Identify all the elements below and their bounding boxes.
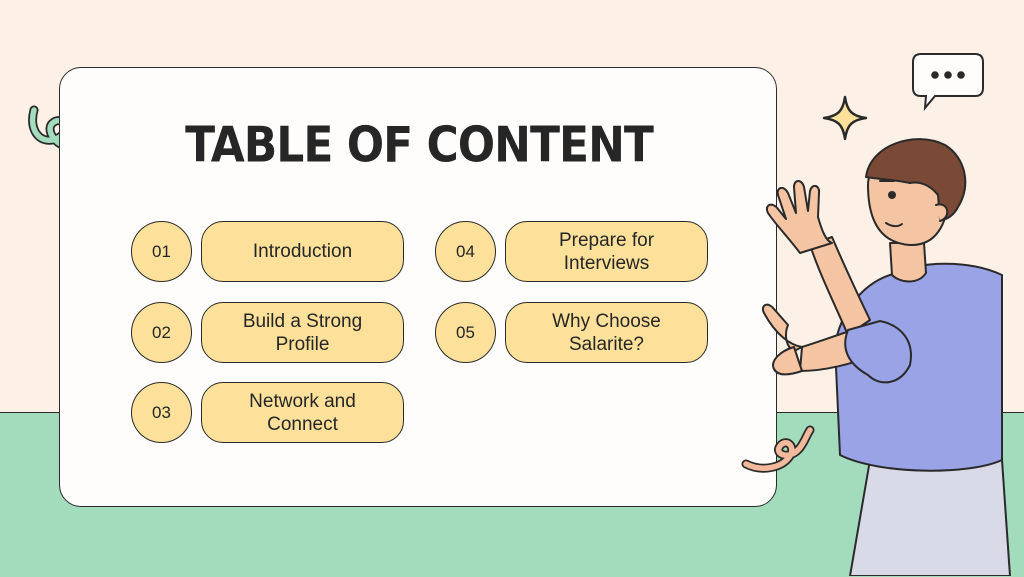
page-title: TABLE OF CONTENT (185, 116, 654, 175)
squiggle-right (741, 425, 815, 473)
item-number: 03 (131, 382, 192, 443)
item-number: 05 (435, 302, 496, 363)
toc-item-network[interactable]: Network and Connect (201, 382, 404, 443)
table-of-contents-card: TABLE OF CONTENT 01 Introduction 02 Buil… (59, 67, 777, 507)
toc-item-introduction[interactable]: Introduction (201, 221, 404, 282)
person-illustration (762, 138, 1011, 576)
toc-item-build-profile[interactable]: Build a Strong Profile (201, 302, 404, 363)
sparkle-icon (822, 95, 868, 141)
toc-item-interviews[interactable]: Prepare for Interviews (505, 221, 708, 282)
item-number: 02 (131, 302, 192, 363)
speech-bubble-icon (912, 53, 984, 112)
toc-item-why-salarite[interactable]: Why Choose Salarite? (505, 302, 708, 363)
item-number: 01 (131, 221, 192, 282)
item-number: 04 (435, 221, 496, 282)
